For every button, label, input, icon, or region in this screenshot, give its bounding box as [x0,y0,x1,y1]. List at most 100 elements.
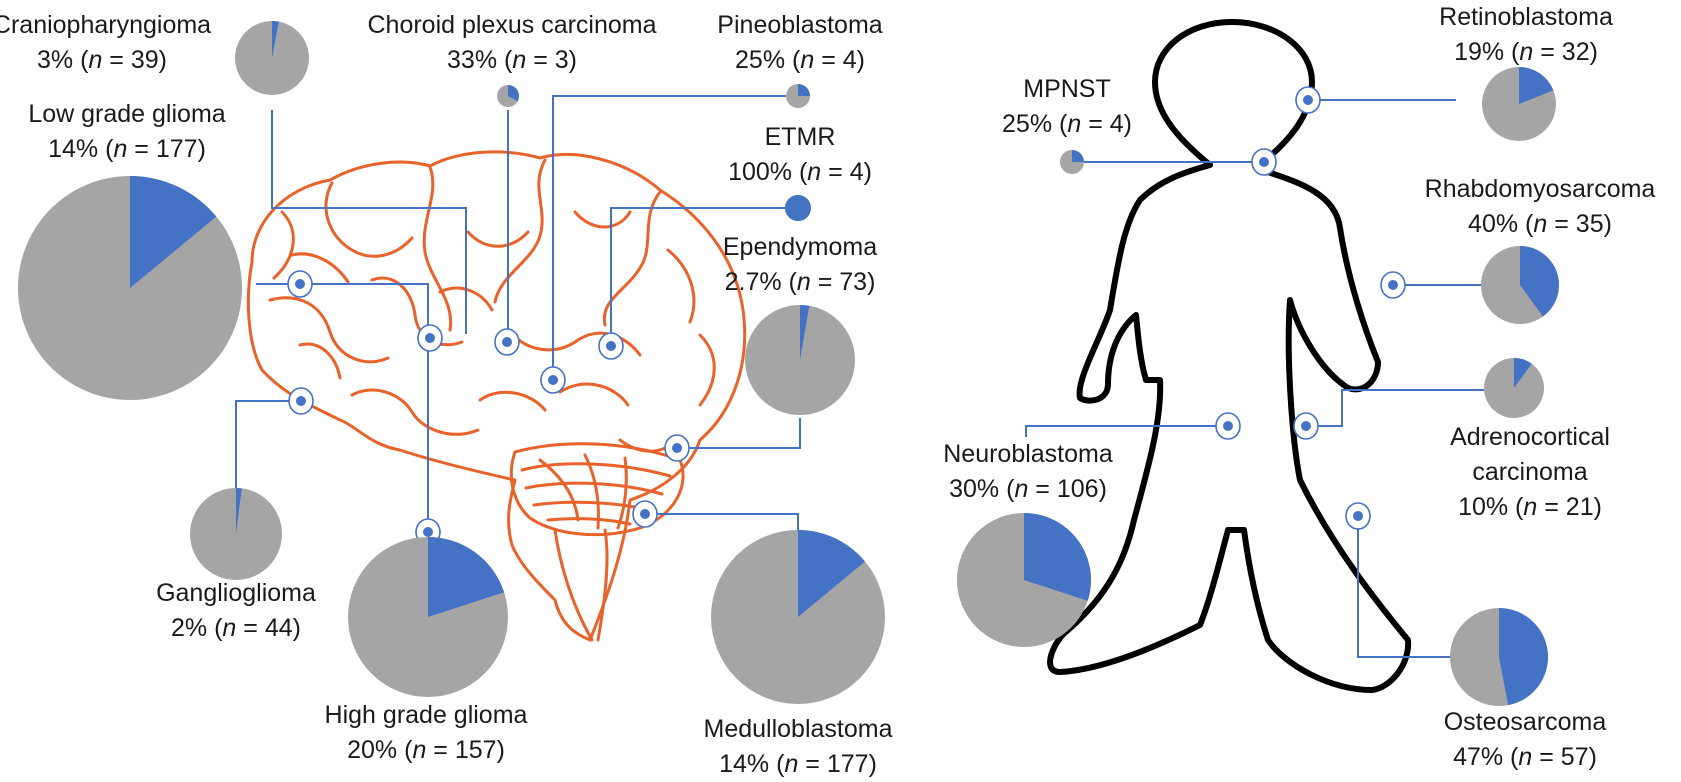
pie-osteosarcoma [1450,608,1548,706]
tumor-stat: 20% (n = 157) [347,736,505,764]
label-pineoblastoma: Pineoblastoma 25% (n = 4) [717,8,882,78]
location-markers [287,86,1406,546]
marker-dot [548,375,558,385]
pie-percent-slice [1072,150,1084,162]
connector-line-osteosarcoma [1357,522,1450,658]
location-marker-osteosarcoma [1345,502,1371,530]
label-choroid-plexus-carcinoma: Choroid plexus carcinoma 33% (n = 3) [367,8,656,78]
pie-percent-slice [130,176,217,288]
pie-craniopharyngioma [235,21,309,95]
pie-percent-slice [798,530,866,617]
marker-dot [1223,421,1233,431]
connector-line-craniopharyngioma [271,110,467,334]
pie-ependymoma [745,305,855,415]
marker-dot [295,279,305,289]
tumor-name: MPNST [1023,75,1111,103]
connector-line-ganglioglioma [235,400,295,488]
location-marker-neuroblastoma [1215,412,1241,440]
pie-percent-slice [1499,608,1548,706]
location-marker-choroid [494,328,520,356]
marker-dot [1353,511,1363,521]
label-mpnst: MPNST 25% (n = 4) [1002,72,1132,142]
marker-dot [502,337,512,347]
location-marker-pineoblastoma [540,366,566,394]
connector-line-etmr [610,207,785,340]
location-marker-mpnst [1251,148,1277,176]
connector-line-lgg [256,283,429,532]
marker-dot [296,396,306,406]
label-rhabdomyosarcoma: Rhabdomyosarcoma 40% (n = 35) [1425,172,1656,242]
connector-line-pineoblastoma [552,95,786,374]
location-marker-ganglioglioma [288,387,314,415]
tumor-name: Low grade glioma [28,100,226,128]
pie-percent-slice [1514,358,1532,388]
pie-pineoblastoma [786,84,810,108]
marker-dot [425,333,435,343]
tumor-stat: 47% (n = 57) [1453,743,1597,771]
tumor-name: Ependymoma [722,233,878,261]
pie-percent-slice [508,85,519,102]
tumor-stat: 14% (n = 177) [719,750,877,778]
marker-dot [640,509,650,519]
tumor-name: Pineoblastoma [717,11,883,39]
tumor-stat: 25% (n = 4) [735,46,865,74]
pie-percent-slice [1520,246,1559,317]
location-marker-rhabdo [1380,271,1406,299]
pie-rhabdo [1481,246,1559,324]
brain-illustration [246,150,747,642]
marker-dot [1388,280,1398,290]
label-craniopharyngioma: Craniopharyngioma 3% (n = 39) [0,8,211,78]
location-marker-lgg [287,270,313,298]
pie-mpnst [1060,150,1084,174]
pie-retinoblastoma [1482,66,1556,141]
tumor-name-line-2: carcinoma [1472,458,1588,486]
tumor-stat: 19% (n = 32) [1454,38,1598,66]
pie-percent-slice [236,488,242,534]
tumor-stat: 3% (n = 39) [37,46,167,74]
label-high-grade-glioma: High grade glioma 20% (n = 157) [325,698,528,768]
tumor-stat: 14% (n = 177) [48,135,206,163]
tumor-name: ETMR [764,123,836,151]
tumor-name: Medulloblastoma [703,715,893,743]
connector-line-neuroblastoma [1025,425,1222,437]
label-ependymoma: Ependymoma 2.7% (n = 73) [723,230,877,300]
marker-dot [1303,95,1313,105]
location-marker-medulloblastoma [632,500,658,528]
label-low-grade-glioma: Low grade glioma 14% (n = 177) [28,97,225,167]
tumor-stat: 30% (n = 106) [949,475,1107,503]
location-marker-adrenocortical [1293,412,1319,440]
connector-lines [235,95,1502,658]
marker-dot [606,341,616,351]
tumor-name-line-1: Adrenocortical [1450,423,1610,451]
pie-percent-slice [1024,513,1092,601]
pie-charts [18,21,1559,706]
label-ganglioglioma: Ganglioglioma 2% (n = 44) [156,576,316,646]
tumor-stat: 10% (n = 21) [1458,493,1602,521]
connector-line-medulloblastoma [651,513,799,530]
tumor-name: Choroid plexus carcinoma [367,11,657,39]
tumor-stat: 33% (n = 3) [447,46,577,74]
pie-ganglioglioma [190,488,282,580]
marker-dot [672,443,682,453]
label-neuroblastoma: Neuroblastoma 30% (n = 106) [943,437,1113,507]
tumor-stat: 2% (n = 44) [171,614,301,642]
pie-percent-slice [1519,66,1554,104]
marker-dot [1301,421,1311,431]
tumor-name: High grade glioma [324,701,528,729]
label-adrenocortical-carcinoma: Adrenocortical carcinoma 10% (n = 21) [1450,420,1610,525]
pie-percent-slice [272,21,279,58]
connector-line-ependymoma [683,418,801,449]
tumor-stat: 2.7% (n = 73) [724,268,876,296]
pie-percent-slice [798,84,810,96]
label-osteosarcoma: Osteosarcoma 47% (n = 57) [1444,705,1607,775]
pie-etmr [785,195,811,221]
tumor-stat: 40% (n = 35) [1468,210,1612,238]
pie-adrenocortical [1484,358,1544,418]
pie-medulloblastoma [711,530,885,704]
pie-percent-slice [800,305,810,360]
tumor-stat: 100% (n = 4) [728,158,872,186]
pie-hgg [348,537,508,697]
pie-percent-slice [785,195,811,221]
tumor-name: Rhabdomyosarcoma [1424,175,1656,203]
